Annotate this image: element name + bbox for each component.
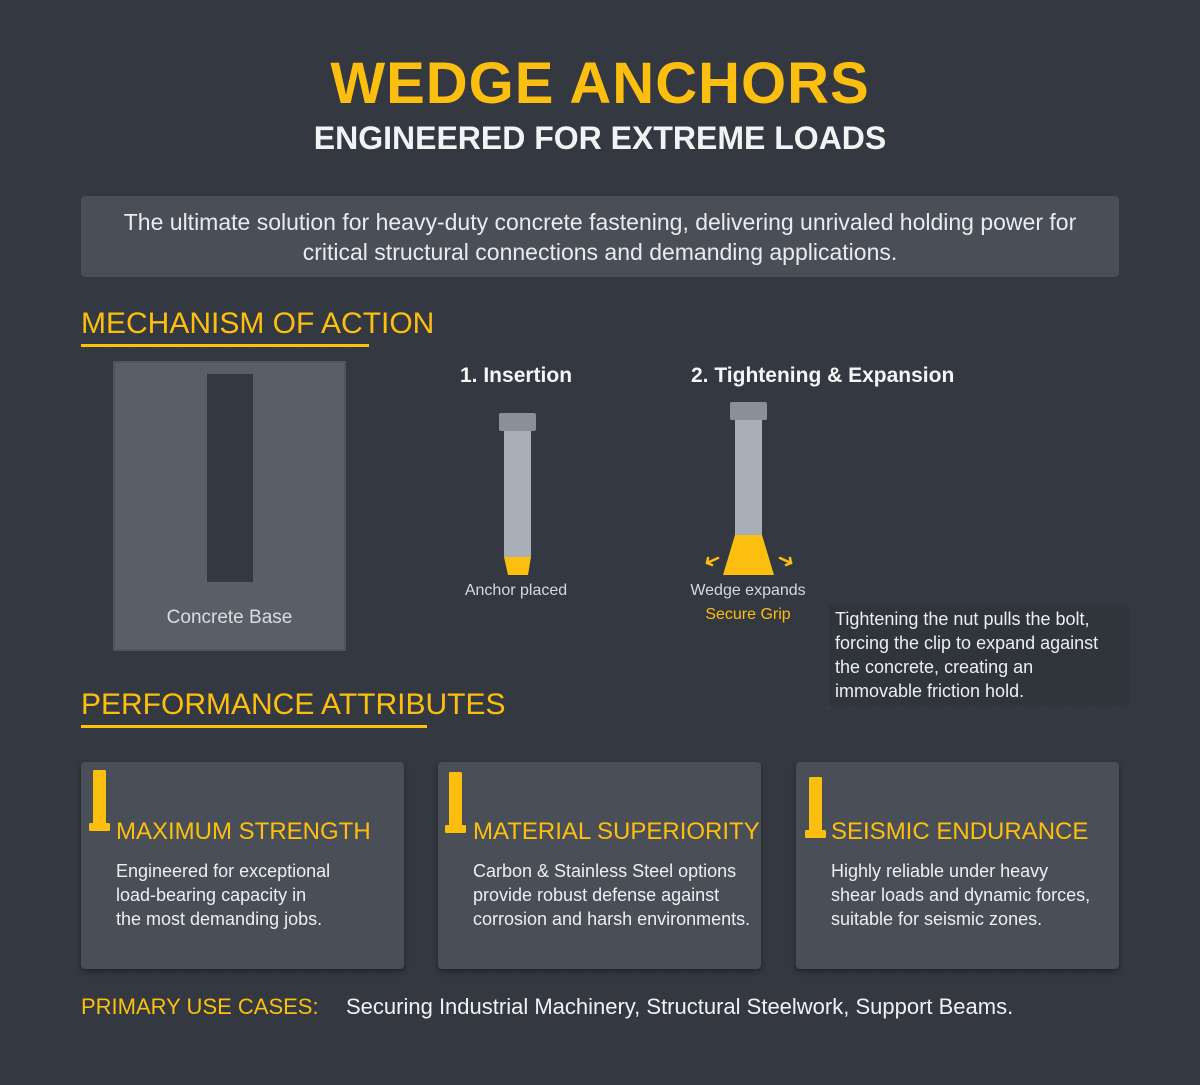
bolt-icon [805,777,826,838]
mechanism-explanation: Tightening the nut pulls the bolt, forci… [829,605,1129,705]
step-2-caption: Wedge expands [690,582,806,599]
attribute-card-seismic: SEISMIC ENDURANCE Highly reliable under … [796,762,1119,969]
page-subtitle: ENGINEERED FOR EXTREME LOADS [313,120,887,156]
mechanism-heading: MECHANISM OF ACTION [81,307,435,340]
page-title: WEDGE ANCHORS [330,51,870,116]
attribute-card-strength: MAXIMUM STRENGTH Engineered for exceptio… [81,762,404,969]
mechanism-heading-underline [81,344,369,347]
card-title: SEISMIC ENDURANCE [831,818,1089,845]
expansion-arrow-right-icon [778,556,793,567]
drilled-hole [207,374,253,582]
step-1-caption: Anchor placed [464,582,568,599]
concrete-base-label: Concrete Base [166,607,293,628]
performance-heading-underline [81,725,427,728]
anchor-bolt-expanded-icon [705,402,793,575]
card-title: MATERIAL SUPERIORITY [473,818,760,845]
bolt-icon [445,772,466,833]
bolt-icon [89,770,110,831]
card-title: MAXIMUM STRENGTH [116,818,371,845]
intro-text: The ultimate solution for heavy-duty con… [123,208,1077,265]
concrete-base-diagram: Concrete Base [113,361,346,651]
card-body: Engineered for exceptional load-bearing … [116,861,331,929]
attribute-card-material: MATERIAL SUPERIORITY Carbon & Stainless … [438,762,761,969]
anchor-bolt-inserted-icon [499,413,536,575]
performance-heading: PERFORMANCE ATTRIBUTES [81,688,506,721]
use-cases-value: Securing Industrial Machinery, Structura… [346,994,1014,1019]
intro-panel: The ultimate solution for heavy-duty con… [81,196,1119,277]
card-body: Highly reliable under heavy shear loads … [831,861,1091,929]
step-2-title: 2. Tightening & Expansion [691,364,955,387]
step-1-title: 1. Insertion [460,364,573,387]
step-2-accent-caption: Secure Grip [705,606,791,623]
use-cases-label: PRIMARY USE CASES: [81,994,319,1019]
card-body: Carbon & Stainless Steel options provide… [473,861,751,929]
expansion-arrow-left-icon [705,556,720,567]
